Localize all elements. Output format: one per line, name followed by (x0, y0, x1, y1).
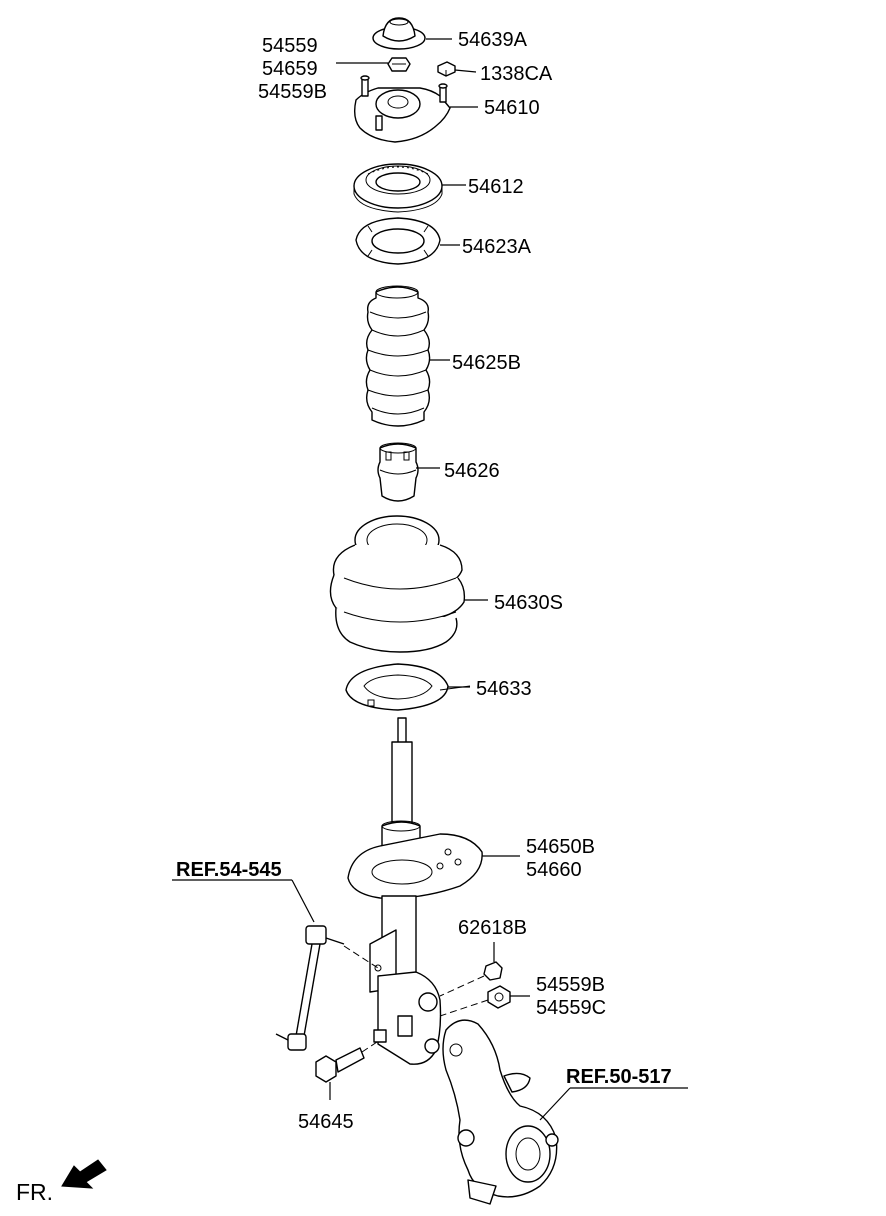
flange-bolt-part (437, 61, 456, 77)
reference-knuckle: REF.50-517 (566, 1066, 672, 1088)
coil-spring-part (329, 515, 466, 653)
strut-mount-part (353, 75, 451, 143)
strut-assembly-part (347, 717, 483, 1065)
lock-nut-part (387, 57, 411, 72)
callout-54650B: 54650B (526, 836, 595, 858)
flange-nut-part (487, 985, 511, 1009)
callout-54645: 54645 (298, 1111, 354, 1133)
reference-stabilizer-link: REF.54-545 (176, 859, 282, 881)
small-nut-part (483, 961, 503, 981)
callout-54626: 54626 (444, 460, 500, 482)
dust-boot-part (365, 285, 431, 427)
bump-stopper-part (377, 442, 419, 502)
stabilizer-link-part (275, 925, 345, 1051)
mounting-bolt-part (315, 1047, 365, 1083)
steering-knuckle-part (442, 1019, 559, 1205)
callout-54625B: 54625B (452, 352, 521, 374)
callout-54612: 54612 (468, 176, 524, 198)
callout-54623A: 54623A (462, 236, 532, 258)
callout-54659: 54659 (262, 58, 318, 80)
callout-54559: 54559 (262, 35, 318, 57)
callout-1338CA: 1338CA (480, 63, 553, 85)
callout-54630S: 54630S (494, 592, 563, 614)
callout-54559C: 54559C (536, 997, 606, 1019)
dust-cap-part (372, 17, 426, 50)
upper-spring-pad-part (355, 217, 441, 265)
front-direction-label: FR. (16, 1179, 53, 1205)
strut-bearing-part (353, 163, 443, 213)
callout-54610: 54610 (484, 97, 540, 119)
callout-54559B-bottom: 54559B (536, 974, 605, 996)
callout-62618B: 62618B (458, 917, 527, 939)
callout-54639A: 54639A (458, 29, 528, 51)
callout-54633: 54633 (476, 678, 532, 700)
callout-54660: 54660 (526, 859, 582, 881)
arrow-down-left-icon (61, 1159, 107, 1189)
callout-54559B-top: 54559B (258, 81, 327, 103)
